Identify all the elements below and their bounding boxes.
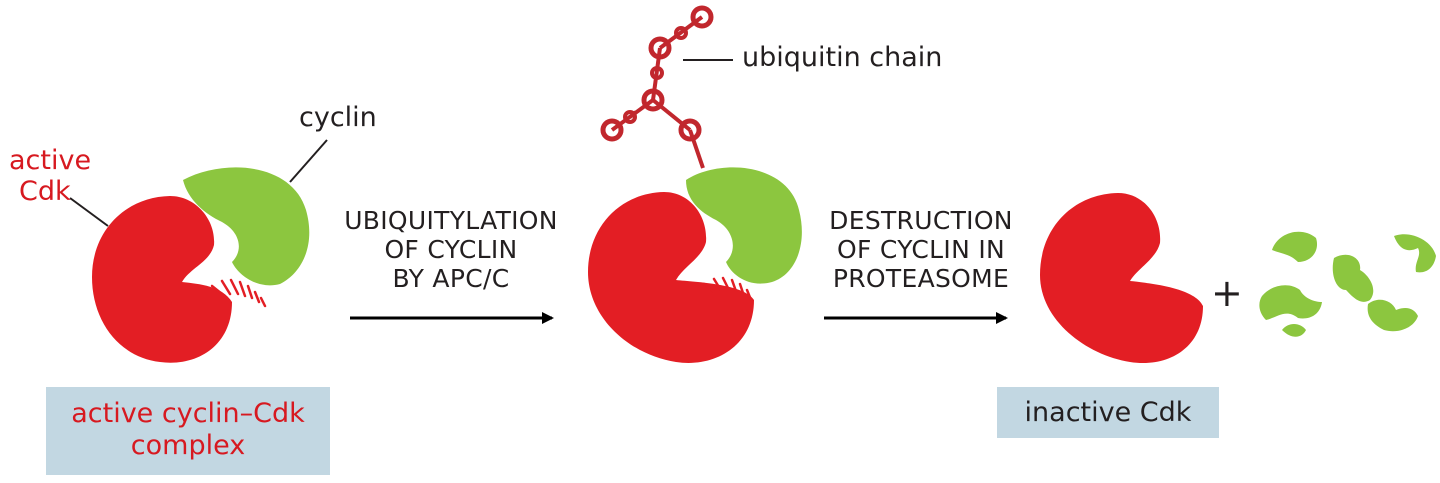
active-cdk-label-line2: Cdk bbox=[19, 176, 71, 208]
active-complex-line2: complex bbox=[130, 429, 246, 461]
step1-line2: OF CYCLIN bbox=[384, 234, 518, 264]
leader-cyclin bbox=[289, 139, 328, 183]
ubiquitin-chain-icon bbox=[600, 5, 714, 169]
active-cdk-label-line1: active bbox=[9, 145, 92, 176]
active-complex-box bbox=[46, 387, 330, 475]
cyclin-label: cyclin bbox=[299, 102, 377, 133]
cyclin-fragments bbox=[1259, 231, 1436, 337]
step2-line3: PROTEASOME bbox=[832, 263, 1010, 293]
active-cdk-label: active Cdk bbox=[9, 145, 91, 207]
cdk-shape-ubiquitylated bbox=[588, 192, 754, 363]
cdk-shape-active bbox=[92, 196, 232, 363]
step-destruction-label: DESTRUCTION OF CYCLIN IN PROTEASOME bbox=[806, 206, 1036, 293]
binding-marks-1 bbox=[210, 278, 267, 308]
cyclin-shape-active bbox=[183, 167, 310, 286]
step-ubiquitylation-label: UBIQUITYLATION OF CYCLIN BY APC/C bbox=[320, 206, 582, 293]
binding-marks-2 bbox=[702, 276, 753, 302]
leader-active-cdk bbox=[69, 197, 109, 227]
step2-line1: DESTRUCTION bbox=[829, 206, 1013, 235]
cdk-shape-inactive bbox=[1040, 193, 1203, 364]
step1-line3: BY APC/C bbox=[392, 263, 510, 293]
active-complex-line1: active cyclin–Cdk bbox=[71, 398, 305, 429]
plus-sign: + bbox=[1211, 271, 1243, 315]
inactive-cdk-box-text: inactive Cdk bbox=[1024, 397, 1192, 428]
step1-line1: UBIQUITYLATION bbox=[344, 206, 558, 235]
ubiquitin-chain-label: ubiquitin chain bbox=[742, 42, 943, 73]
active-complex-box-text: active cyclin–Cdk complex bbox=[46, 398, 330, 462]
cyclin-shape-ubiquitylated bbox=[686, 167, 802, 284]
step2-line2: OF CYCLIN IN bbox=[836, 234, 1005, 264]
inactive-cdk-box bbox=[997, 387, 1219, 438]
